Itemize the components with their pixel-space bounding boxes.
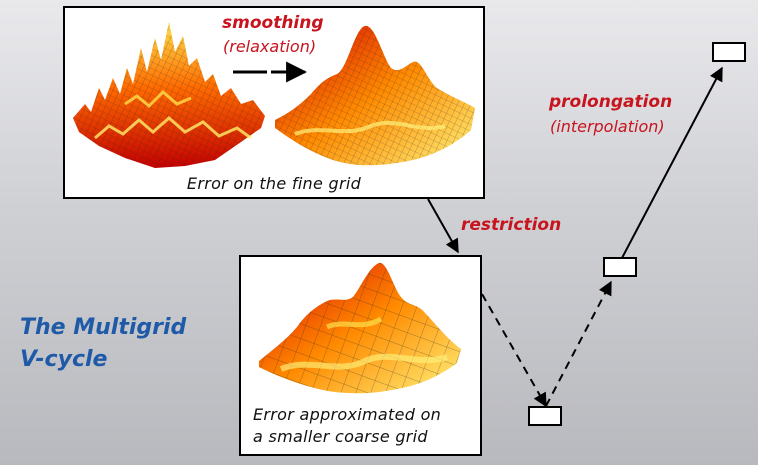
coarse-descent-dashed-arrow bbox=[481, 293, 547, 408]
relaxation-label: (relaxation) bbox=[223, 37, 317, 56]
coarse-grid-panel: Error approximated on a smaller coarse g… bbox=[239, 255, 482, 456]
fine-grid-caption: Error on the fine grid bbox=[186, 174, 362, 193]
interpolation-label: (interpolation) bbox=[550, 117, 665, 136]
smoothed-error-surface bbox=[275, 25, 475, 166]
coarse-ascent-dashed-arrow bbox=[545, 280, 612, 407]
vcycle-node-bottom bbox=[528, 406, 562, 426]
diagram-title: The Multigrid V-cycle bbox=[20, 312, 186, 376]
fine-grid-panel: Error on the fine grid bbox=[63, 6, 485, 199]
coarse-caption-line-2: a smaller coarse grid bbox=[253, 427, 428, 446]
restriction-label: restriction bbox=[461, 215, 562, 235]
title-line-2: V-cycle bbox=[20, 347, 108, 372]
vcycle-node-middle bbox=[603, 257, 637, 277]
coarse-error-surface bbox=[259, 262, 461, 394]
coarse-grid-surface bbox=[259, 262, 461, 394]
coarse-caption-line-1: Error approximated on bbox=[253, 405, 442, 424]
noisy-error-surface bbox=[73, 22, 265, 168]
image-divider bbox=[267, 8, 271, 170]
coarse-grid-caption: Error approximated on a smaller coarse g… bbox=[253, 404, 474, 448]
restriction-arrow bbox=[427, 198, 459, 254]
prolongation-arrow bbox=[621, 66, 723, 259]
prolongation-label: prolongation bbox=[549, 92, 673, 112]
title-line-1: The Multigrid bbox=[20, 315, 187, 340]
vcycle-node-top bbox=[712, 42, 746, 62]
fine-grid-surfaces bbox=[73, 8, 475, 170]
smoothing-label: smoothing bbox=[222, 13, 324, 33]
